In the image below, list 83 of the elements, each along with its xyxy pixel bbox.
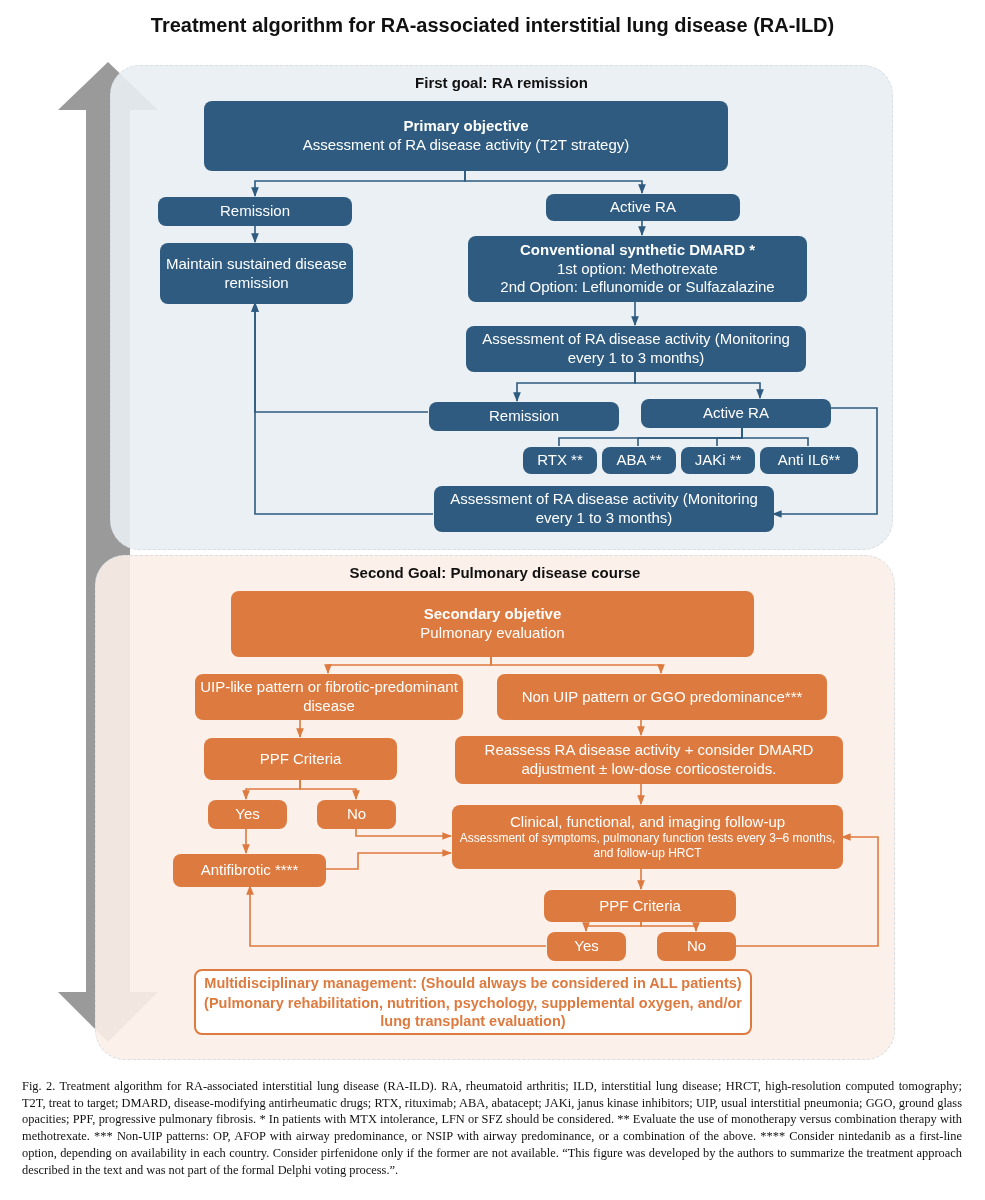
box-text: Multidisciplinary management: (Should always be considered in ALL patients) — [204, 973, 742, 992]
connector-arrow — [640, 920, 700, 932]
panel-title: First goal: RA remission — [414, 74, 589, 91]
connector-arrow — [772, 407, 878, 518]
process-box — [497, 674, 827, 720]
process-box — [602, 447, 676, 474]
box-text: Clinical, functional, and imaging follow-up — [509, 812, 786, 832]
connector-arrow — [355, 827, 452, 840]
box-text: PPF Criteria — [599, 896, 681, 916]
note-box — [194, 969, 752, 1035]
process-box — [657, 932, 736, 961]
box-text: Pulmonary evaluation — [420, 624, 565, 643]
connector-arrow — [490, 655, 665, 674]
box-text: Antifibrotic **** — [200, 861, 299, 880]
process-box — [760, 447, 858, 474]
process-box — [204, 101, 728, 171]
box-text: Yes — [574, 937, 599, 956]
box-text: 2nd Option: Leflunomide or Sulfazalazine — [500, 278, 775, 298]
figure-caption: Fig. 2. Treatment algorithm for RA-associated interstitial lung disease (RA-ILD). RA, rheumatoid arthritis; ILD, interstitial lung disease; HRCT, high-resolution computed tomography; T2T, treat to target; DMARD, disease-modifying antirheumatic drugs; RTX, rituximab; ABA, abatacept; JAKi, janus kinase inhibitors; UIP, usual interstitial pneumonia; GGO, ground glass opacities; PPF, progressive pulmonary fibrosis. * In patients with MTX intolerance, LFN or SFZ should be considered. ** Evaluate the use of monotherapy versus combination therapy with methotrexate. *** Non-UIP patterns: OP, AFOP with airway predominance, or NSIP with airway predominance, or a combination of the above. **** Consider nintedanib as a first-line option, depending on availability in each country. Consider pirfenidone only if the former are not available. “This figure was developed by the authors to summarize the treatment approach described in the text and was not part of the formal Delphi voting process.”. — [22, 1078, 962, 1179]
box-text: JAKi ** — [694, 451, 742, 470]
box-heading: Primary objective — [403, 117, 529, 136]
connector-arrow — [299, 778, 360, 800]
connector-arrow — [582, 920, 642, 932]
box-heading: Secondary objetive — [423, 605, 562, 624]
process-box — [208, 800, 287, 829]
process-box — [434, 486, 774, 532]
process-box — [452, 805, 843, 869]
connector-arrow — [246, 885, 547, 947]
group-panel — [95, 555, 895, 1060]
box-text: Yes — [235, 805, 260, 824]
box-text: Assessment of RA disease activity (T2T strategy) — [302, 136, 630, 155]
box-text: Remission — [220, 202, 290, 221]
connector-arrow — [324, 849, 452, 870]
connector-arrow — [242, 827, 250, 854]
box-text: (Pulmonary rehabilitation, nutrition, psychology, supplemental oxygen, and/or lung transplant evaluation) — [203, 993, 743, 1031]
connector-arrow — [638, 219, 646, 236]
group-panel — [110, 65, 893, 550]
process-box — [681, 447, 755, 474]
process-box — [231, 591, 754, 657]
box-text: Active RA — [610, 198, 676, 217]
process-box — [173, 854, 326, 887]
panel-title: Second Goal: Pulmonary disease course — [348, 564, 642, 581]
connector-arrow — [631, 300, 639, 326]
box-text: PPF Criteria — [259, 749, 342, 769]
process-box — [429, 402, 619, 431]
process-box — [546, 194, 740, 221]
connector-arrow — [296, 718, 304, 738]
process-box — [468, 236, 807, 302]
process-box — [641, 399, 831, 428]
connector-arrow — [464, 169, 646, 194]
connector-arrow — [634, 370, 764, 399]
box-text: ABA ** — [616, 451, 662, 470]
box-text: Maintain sustained disease remission — [165, 254, 348, 293]
box-text: Reassess RA disease activity + consider DMARD adjustment ± low-dose corticosteroids. — [483, 741, 815, 779]
box-text: Anti IL6** — [777, 451, 841, 470]
connector-arrow — [251, 224, 259, 243]
box-text: Assessment of RA disease activity (Monitoring every 1 to 3 months) — [481, 330, 791, 368]
connector-arrow — [637, 782, 645, 805]
connector-arrow — [637, 867, 645, 890]
diagram-title: Treatment algorithm for RA-associated interstitial lung disease (RA-ILD) — [149, 14, 836, 37]
connector-arrow — [637, 718, 645, 736]
process-box — [204, 738, 397, 780]
box-text: RTX ** — [537, 451, 583, 470]
process-box — [523, 447, 597, 474]
box-text: Assessment of RA disease activity (Monitoring every 1 to 3 months) — [449, 490, 759, 528]
box-text: No — [346, 805, 367, 824]
box-text: Active RA — [703, 404, 769, 423]
process-box — [466, 326, 806, 372]
process-box — [544, 890, 736, 922]
box-text: Remission — [489, 407, 559, 426]
connector-arrow — [251, 302, 434, 515]
box-text: Assessment of symptoms, pulmonary function tests every 3–6 months, and follow-up HRCT — [458, 831, 837, 862]
process-box — [160, 243, 353, 304]
process-box — [317, 800, 396, 829]
box-text: 1st option: Methotrexate — [557, 259, 718, 279]
box-text: Non UIP pattern or GGO predominance*** — [521, 687, 803, 707]
box-heading: Conventional synthetic DMARD * — [520, 240, 755, 260]
process-box — [455, 736, 843, 784]
box-text: UIP-like pattern or fibrotic-predominant disease — [199, 678, 459, 716]
connector-arrow — [734, 833, 879, 947]
process-box — [547, 932, 626, 961]
process-box — [158, 197, 352, 226]
box-text: No — [686, 937, 707, 956]
